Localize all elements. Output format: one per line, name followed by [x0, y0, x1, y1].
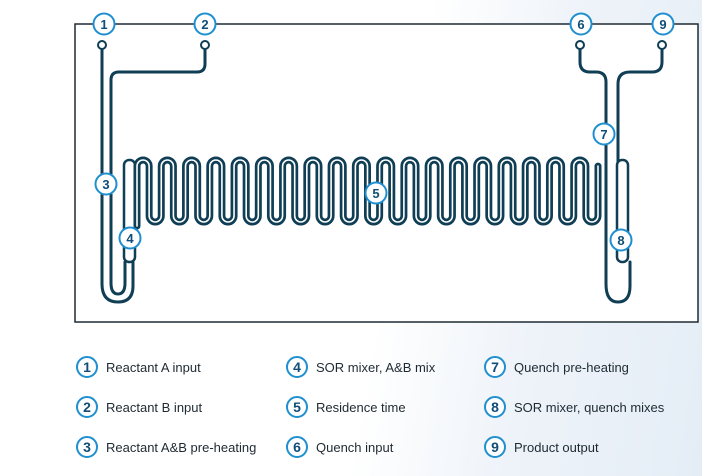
marker-number: 1: [100, 17, 107, 32]
quench-line: [578, 44, 632, 304]
marker-number: 9: [659, 17, 666, 32]
marker-number: 2: [201, 17, 208, 32]
marker-number: 7: [600, 127, 607, 142]
ports: [97, 40, 667, 50]
marker-8: 8: [609, 228, 633, 252]
reactor-plate: [74, 23, 699, 323]
diagram-markers: 1 2 3 4 5 6 7 8 9: [92, 12, 675, 252]
marker-4: 4: [118, 226, 142, 250]
marker-number: 4: [126, 231, 134, 246]
marker-3: 3: [94, 172, 118, 196]
marker-number: 6: [577, 17, 584, 32]
reactant-b-line: [109, 44, 207, 296]
reactant-a-line: [100, 44, 135, 304]
marker-number: 8: [617, 233, 624, 248]
marker-number: 3: [102, 177, 109, 192]
marker-1: 1: [92, 12, 116, 36]
marker-5: 5: [364, 181, 388, 205]
marker-2: 2: [193, 12, 217, 36]
marker-6: 6: [569, 12, 593, 36]
marker-7: 7: [592, 122, 616, 146]
marker-9: 9: [651, 12, 675, 36]
product-line: [616, 44, 664, 164]
marker-number: 5: [372, 186, 379, 201]
